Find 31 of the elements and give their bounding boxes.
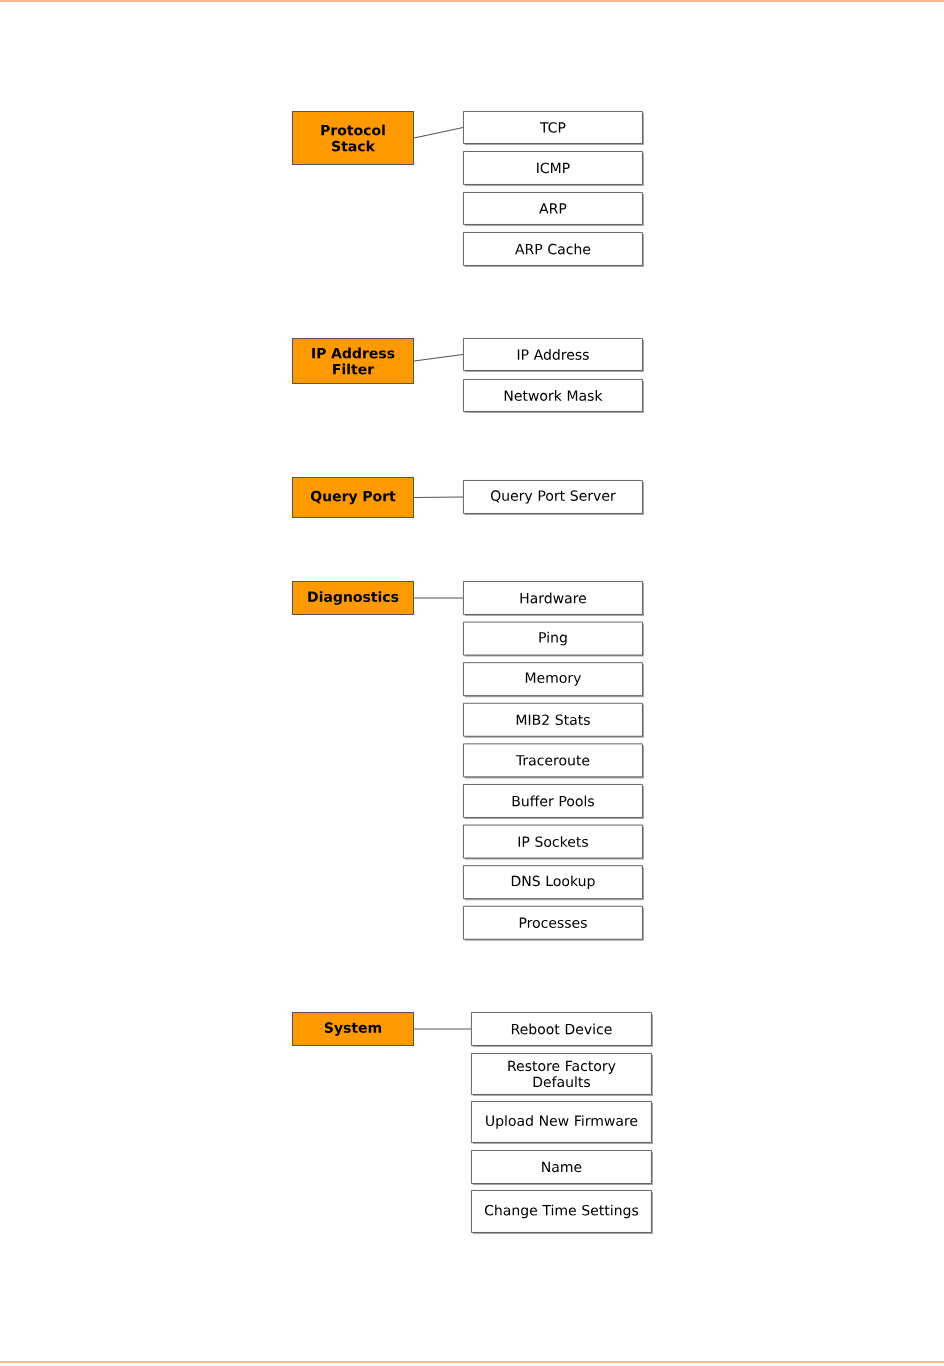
menu-item-box: MIB2 Stats: [463, 702, 644, 738]
menu-item-box: Reboot Device: [471, 1012, 653, 1047]
connector-line: [413, 496, 464, 498]
menu-item-box: ICMP: [463, 151, 644, 186]
menu-heading-box: System: [292, 1012, 414, 1046]
menu-item-box: Restore Factory Defaults: [471, 1053, 653, 1096]
connector-line: [413, 353, 464, 362]
menu-item-box: Buffer Pools: [463, 784, 644, 819]
menu-heading-box: Diagnostics: [292, 581, 414, 615]
connector-line: [413, 126, 464, 139]
menu-item-box: Traceroute: [463, 743, 644, 779]
menu-item-box: Processes: [463, 905, 644, 941]
menu-item-box: Name: [471, 1150, 653, 1185]
menu-item-box: Upload New Firmware: [471, 1101, 653, 1144]
connector-line: [413, 1028, 472, 1030]
menu-heading-box: Protocol Stack: [292, 111, 414, 165]
menu-item-box: TCP: [463, 111, 644, 145]
connector-line: [413, 597, 464, 599]
menu-item-box: DNS Lookup: [463, 865, 644, 901]
menu-item-box: Hardware: [463, 581, 644, 616]
menu-item-box: Ping: [463, 621, 644, 657]
menu-item-box: Query Port Server: [463, 480, 644, 515]
menu-item-box: Change Time Settings: [471, 1190, 653, 1234]
menu-item-box: IP Sockets: [463, 824, 644, 860]
menu-item-box: ARP Cache: [463, 232, 644, 267]
menu-item-box: ARP: [463, 192, 644, 226]
menu-heading-box: IP Address Filter: [292, 338, 414, 384]
menu-item-box: Memory: [463, 662, 644, 698]
menu-item-box: Network Mask: [463, 379, 644, 413]
menu-heading-box: Query Port: [292, 477, 414, 518]
menu-item-box: IP Address: [463, 338, 644, 372]
